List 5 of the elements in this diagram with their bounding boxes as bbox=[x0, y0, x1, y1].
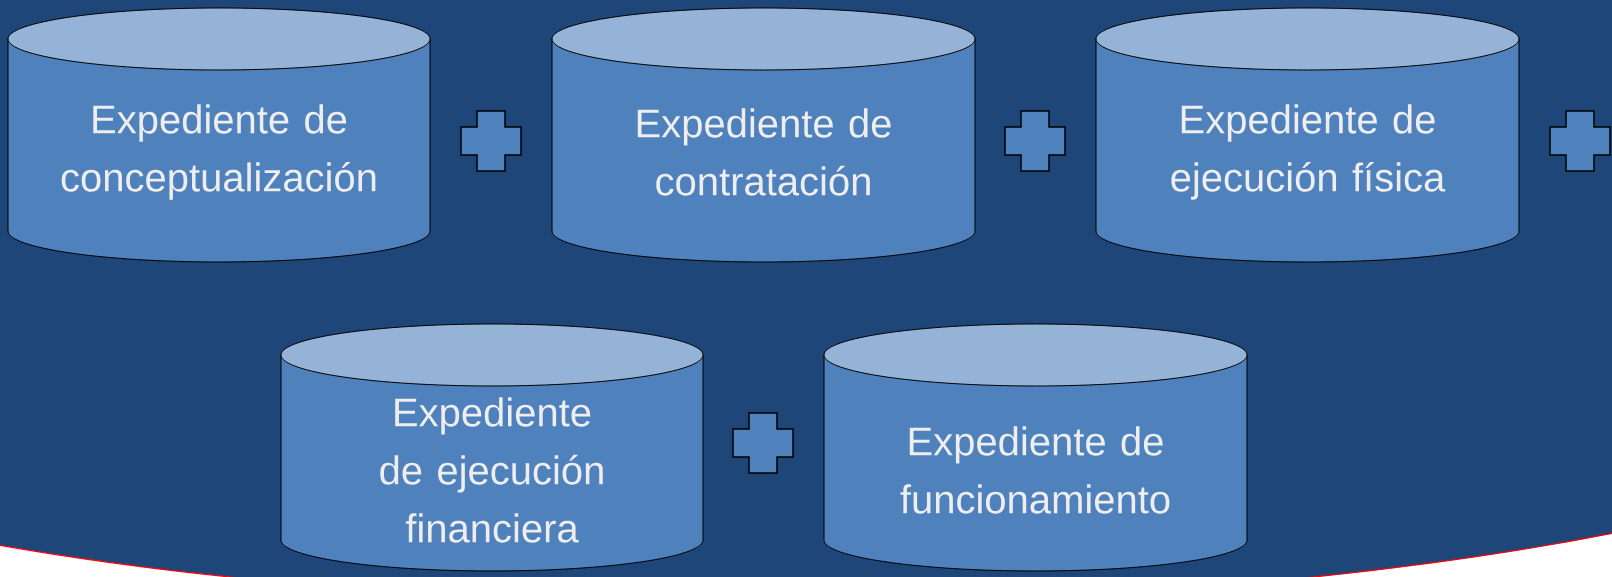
cylinder: Expediente de ejecución física bbox=[1095, 7, 1520, 263]
cylinder: Expediente de contratación bbox=[551, 7, 976, 263]
cylinder: Expediente de funcionamiento bbox=[823, 323, 1248, 572]
cylinder: Expediente de conceptualización bbox=[7, 7, 431, 263]
cylinder: Expediente de ejecución financiera bbox=[280, 323, 704, 572]
